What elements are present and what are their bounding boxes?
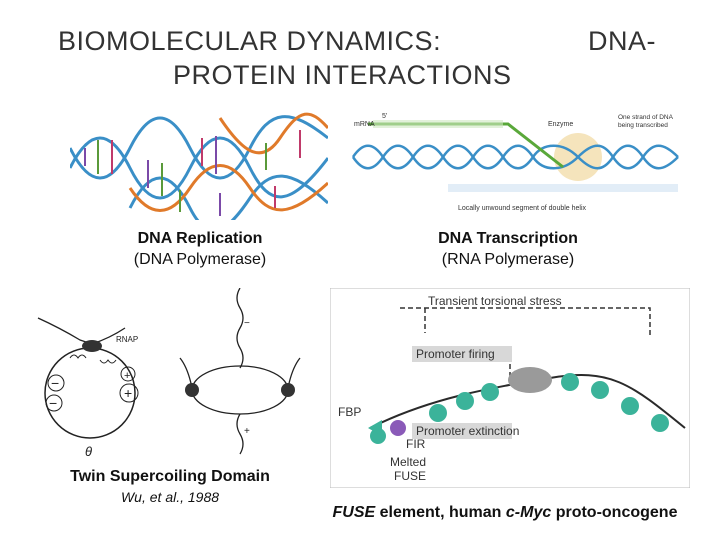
stress-label: Transient torsional stress — [428, 294, 562, 308]
rnap-blob — [82, 340, 102, 352]
enzyme-label: Enzyme — [548, 121, 573, 128]
supercoiling-figure: RNAP − − + + θ − + — [30, 288, 312, 460]
firing-label: Promoter firing — [416, 347, 495, 361]
minus-sign-2: − — [49, 395, 57, 411]
fir-label: FIR — [406, 437, 426, 451]
right-plus-label: + — [244, 426, 250, 437]
fuse-caption-italic1: FUSE — [332, 504, 376, 521]
polymerase-blob — [508, 367, 552, 393]
fbp-label: FBP — [338, 405, 361, 419]
supercoiling-caption: Twin Supercoiling Domain Wu, et al., 198… — [40, 466, 300, 508]
transcription-caption-sub: (RNA Polymerase) — [441, 251, 575, 268]
fuse-label: FUSE — [394, 469, 426, 483]
fuse-caption-mid: element, human — [375, 504, 506, 521]
base-pairs — [84, 130, 301, 216]
title-line1-right: DNA- — [588, 26, 656, 56]
melted-label: Melted — [390, 455, 426, 469]
extinction-label: Promoter extinction — [416, 424, 519, 438]
right-minus-label: − — [244, 318, 250, 329]
fir-circle — [390, 420, 406, 436]
rnap-label: RNAP — [116, 335, 138, 344]
lower-helix — [128, 164, 328, 220]
fbp-triangle — [368, 420, 382, 436]
fuse-caption-italic2: c-Myc — [505, 504, 552, 521]
fuse-figure: Transient torsional stress Promoter firi… — [330, 288, 690, 488]
strand-note: One strand of DNA being transcribed — [618, 114, 673, 129]
transcription-figure: mRNA 5' Enzyme One strand of DNA being t… — [348, 112, 683, 220]
fuse-caption-end: proto-oncogene — [551, 504, 678, 521]
replication-caption: DNA Replication (DNA Polymerase) — [100, 228, 300, 270]
theta-label: θ — [85, 444, 92, 459]
title-line2: PROTEIN INTERACTIONS — [173, 60, 512, 90]
supercoiling-caption-title: Twin Supercoiling Domain — [70, 468, 270, 485]
mrna-label: mRNA — [354, 121, 375, 128]
five-prime-label: 5' — [382, 113, 387, 120]
transcription-helix — [351, 144, 679, 170]
title-line1-left: BIOMOLECULAR DYNAMICS: — [58, 26, 442, 56]
replication-caption-sub: (DNA Polymerase) — [133, 251, 267, 268]
plus-sign-1: + — [124, 385, 132, 401]
replication-caption-title: DNA Replication — [137, 230, 263, 247]
fuse-caption: FUSE element, human c-Myc proto-oncogene — [300, 502, 710, 523]
minus-sign-1: − — [51, 375, 59, 391]
supercoiling-citation: Wu, et al., 1988 — [120, 489, 220, 505]
transcription-caption-title: DNA Transcription — [438, 230, 578, 247]
unwound-label: Locally unwound segment of double helix — [458, 205, 587, 212]
plus-sign-2: + — [124, 370, 130, 382]
replication-figure — [70, 108, 328, 220]
transcription-caption: DNA Transcription (RNA Polymerase) — [408, 228, 608, 270]
